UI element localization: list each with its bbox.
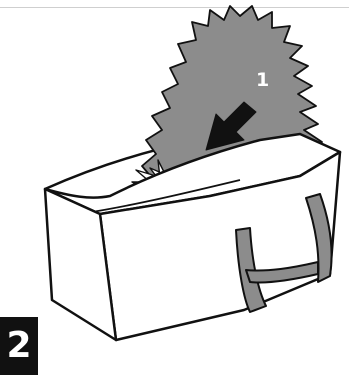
step-number-badge: 2 [0,317,38,375]
storage-bag [45,134,340,340]
step-callout-label: 1 [256,70,269,90]
